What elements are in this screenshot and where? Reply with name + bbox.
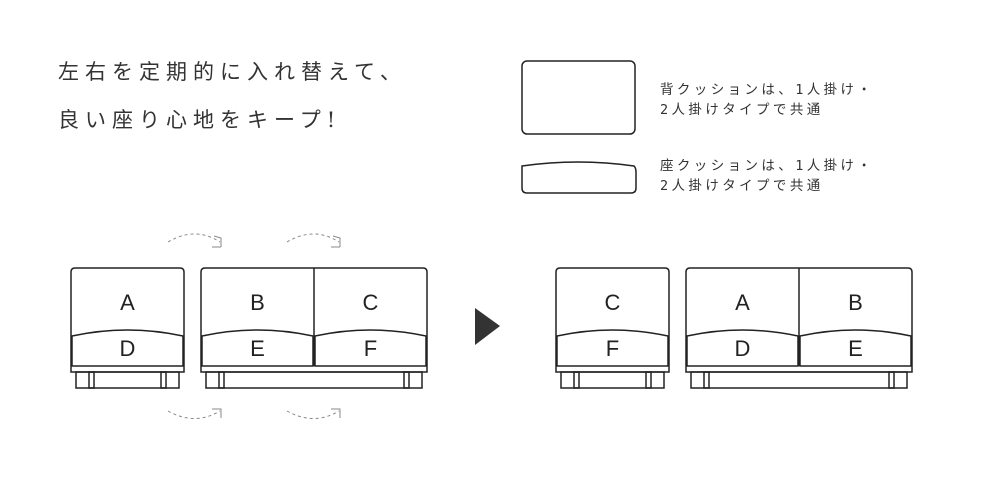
sofa-frame [555,267,670,373]
rotate-arrow-bottom-1 [167,410,221,419]
sofa-frame [200,267,428,373]
rotate-arrow-bottom-2 [286,410,340,419]
seat-cushion-label: D [120,336,136,361]
arrowhead-icon [331,408,341,418]
seat-cushion [686,329,799,367]
back-cushion-legend-shape [521,60,636,135]
sofa-leg [160,371,167,389]
seat-cushion [201,329,314,367]
sofa-leg [703,371,710,389]
back-cushion-note-line-2: 2人掛けタイプで共通 [660,102,824,118]
after-double-sofa: AD BE [685,267,913,389]
rotation-arrows [167,233,341,419]
sofa-leg [403,371,410,389]
seat-cushion [314,329,427,367]
seat-cushion [799,329,912,367]
sofa-leg [88,371,95,389]
seat-cushion-label: D [735,336,751,361]
sofa-base [205,371,423,389]
seat-cushion [71,329,184,367]
arrow-right-icon [475,308,500,345]
before-single-sofa: AD [70,267,185,389]
back-cushion-note-line-1: 背クッションは、1人掛け・ [660,82,875,98]
arrowhead-icon [331,235,341,248]
after-single-sofa: CF [555,267,670,389]
back-cushion-label: B [250,290,265,315]
sofa-leg [218,371,225,389]
seat-cushion-label: E [250,336,265,361]
sofa-frame [685,267,913,373]
back-cushion-label: A [120,290,135,315]
seat-cushion-note-line-2: 2人掛けタイプで共通 [660,178,824,194]
arrowhead-icon [212,235,222,248]
seat-cushion-legend-shape [521,161,637,194]
back-cushion-label: B [848,290,863,315]
arrowhead-icon [212,408,222,418]
back-cushion-label: A [735,290,750,315]
seat-cushion [556,329,669,367]
rotate-arrow-top-1 [167,233,221,243]
sofa-frame [70,267,185,373]
back-cushion-note: 背クッションは、1人掛け・ 2人掛けタイプで共通 [660,80,874,120]
sofa-leg [888,371,895,389]
headline-line-2: 良い座り心地をキープ! [58,108,342,132]
sofa-base [560,371,665,389]
seat-cushion-label: E [848,336,863,361]
sofa-leg [573,371,580,389]
seat-cushion-note: 座クッションは、1人掛け・ 2人掛けタイプで共通 [660,156,874,196]
sofa-leg [645,371,652,389]
seat-cushion-label: F [606,336,619,361]
sofa-base [75,371,180,389]
back-cushion-label: C [605,290,621,315]
rotate-arrow-top-2 [286,233,340,243]
back-cushion-label: C [363,290,379,315]
before-double-sofa: BE CF [200,267,428,389]
sofa-base [690,371,908,389]
headline-line-1: 左右を定期的に入れ替えて、 [58,60,407,84]
seat-cushion-note-line-1: 座クッションは、1人掛け・ [660,158,875,174]
seat-cushion-label: F [364,336,377,361]
